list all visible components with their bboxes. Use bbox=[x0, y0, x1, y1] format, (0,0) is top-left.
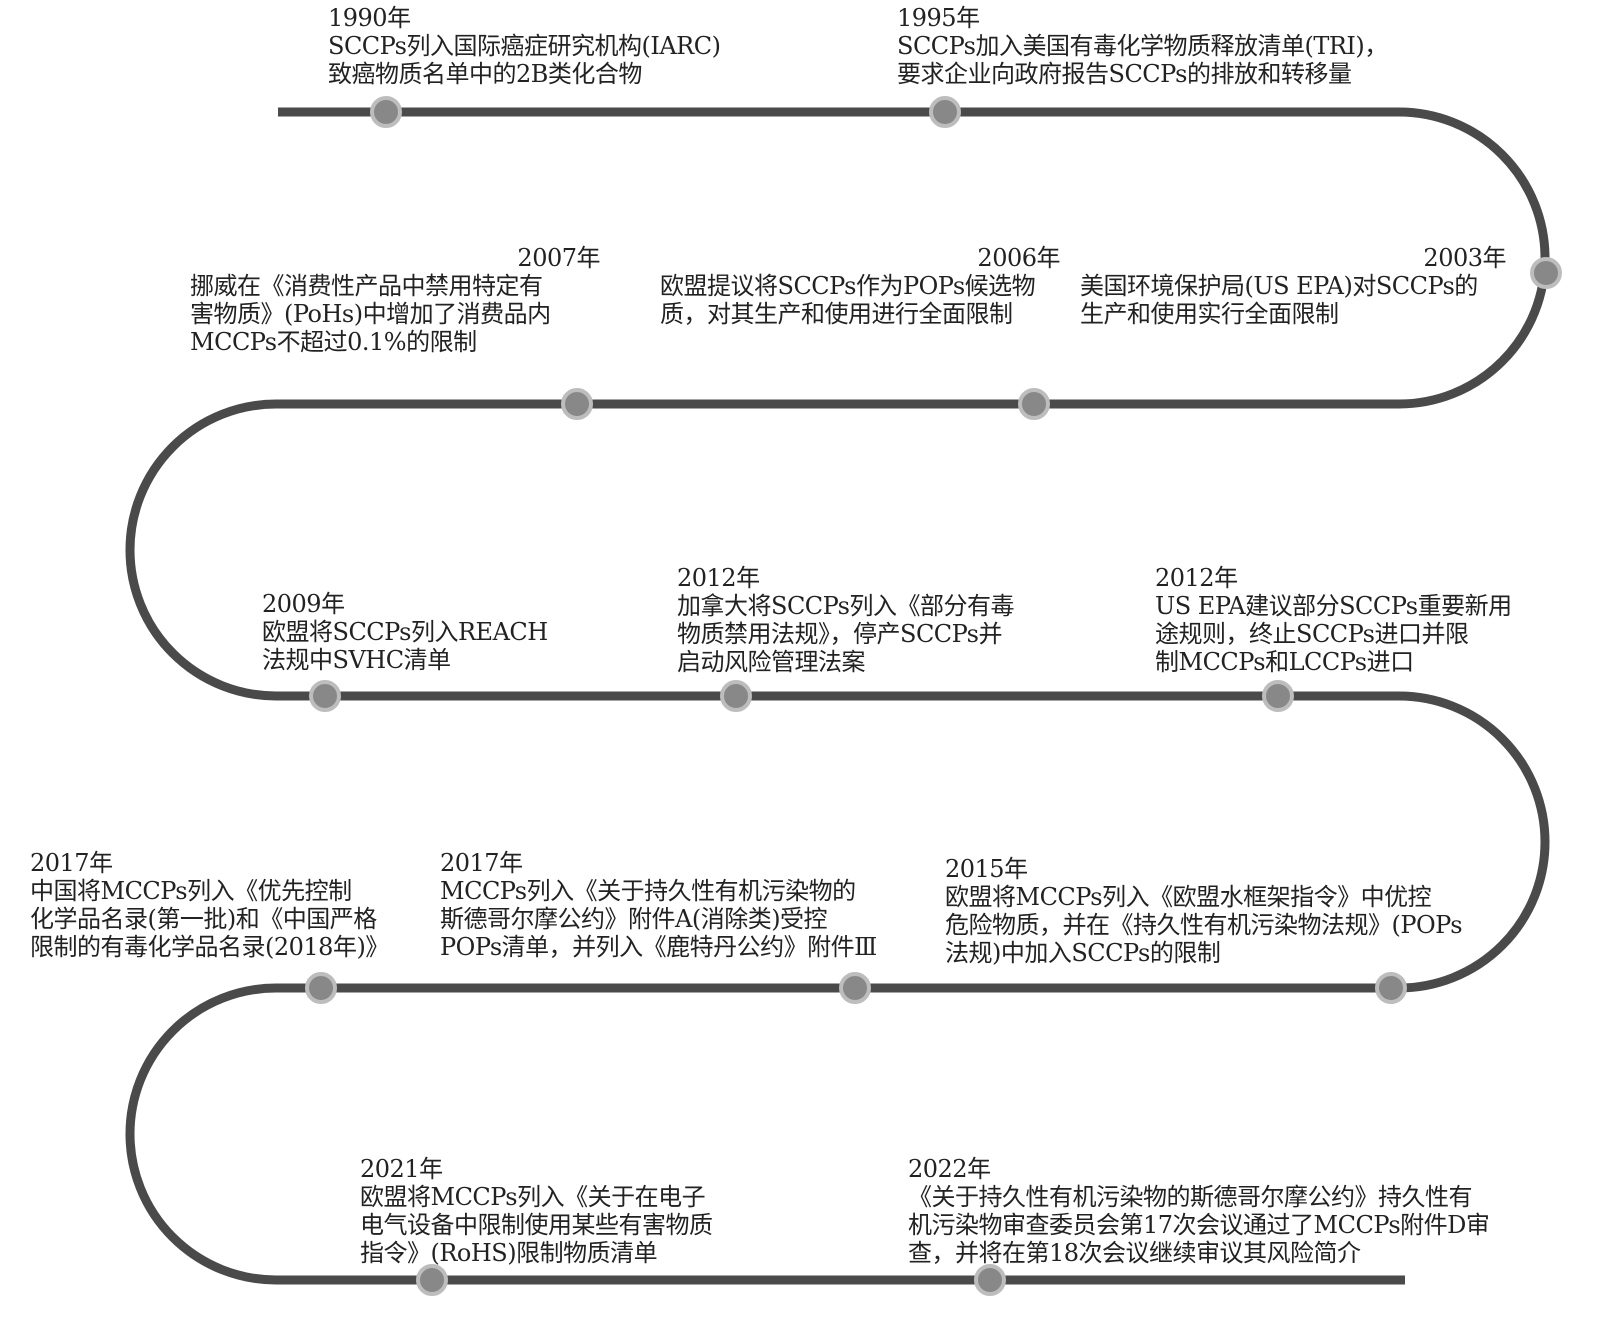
timeline-node-2022 bbox=[974, 1264, 1006, 1296]
event-1990: 1990年 SCCPs列入国际癌症研究机构(IARC) 致癌物质名单中的2B类化… bbox=[328, 4, 798, 88]
event-year: 2017年 bbox=[30, 849, 113, 877]
event-2015: 2015年 欧盟将MCCPs列入《欧盟水框架指令》中优控 危险物质，并在《持久性… bbox=[945, 855, 1525, 967]
event-year: 2015年 bbox=[945, 855, 1028, 883]
event-year: 2022年 bbox=[908, 1155, 991, 1183]
serpentine-timeline-track bbox=[125, 107, 1550, 1285]
event-1995: 1995年 SCCPs加入美国有毒化学物质释放清单(TRI)， 要求企业向政府报… bbox=[897, 4, 1497, 88]
timeline-node-2012b bbox=[1262, 680, 1294, 712]
event-text: SCCPs列入国际癌症研究机构(IARC) 致癌物质名单中的2B类化合物 bbox=[328, 32, 721, 88]
event-text: 挪威在《消费性产品中禁用特定有 害物质》(PoHs)中增加了消费品内 MCCPs… bbox=[190, 272, 551, 356]
event-2021: 2021年 欧盟将MCCPs列入《关于在电子 电气设备中限制使用某些有害物质 指… bbox=[360, 1155, 810, 1267]
event-2007: 2007年 挪威在《消费性产品中禁用特定有 害物质》(PoHs)中增加了消费品内… bbox=[190, 244, 601, 356]
event-2022: 2022年 《关于持久性有机污染物的斯德哥尔摩公约》持久性有 机污染物审查委员会… bbox=[908, 1155, 1568, 1267]
event-year: 2017年 bbox=[440, 849, 523, 877]
timeline-node-2007 bbox=[561, 388, 593, 420]
event-text: 欧盟提议将SCCPs作为POPs候选物 质，对其生产和使用进行全面限制 bbox=[660, 272, 1036, 328]
timeline-node-1990 bbox=[370, 96, 402, 128]
event-year: 2021年 bbox=[360, 1155, 443, 1183]
event-2017-stockholm: 2017年 MCCPs列入《关于持久性有机污染物的 斯德哥尔摩公约》附件A(消除… bbox=[440, 849, 920, 961]
timeline-node-2021 bbox=[416, 1264, 448, 1296]
timeline-node-2017a bbox=[305, 972, 337, 1004]
event-2012-us-epa: 2012年 US EPA建议部分SCCPs重要新用 途规则，终止SCCPs进口并… bbox=[1155, 564, 1595, 676]
event-year: 2003年 bbox=[1423, 244, 1506, 272]
timeline-node-2006 bbox=[1018, 388, 1050, 420]
timeline-nodes bbox=[305, 96, 1562, 1296]
event-year: 2012年 bbox=[1155, 564, 1238, 592]
event-text: 欧盟将MCCPs列入《欧盟水框架指令》中优控 危险物质，并在《持久性有机污染物法… bbox=[945, 883, 1463, 967]
event-year: 1995年 bbox=[897, 4, 980, 32]
event-2003: 2003年 美国环境保护局(US EPA)对SCCPs的 生产和使用实行全面限制 bbox=[1080, 244, 1507, 328]
event-year: 1990年 bbox=[328, 4, 411, 32]
event-text: 《关于持久性有机污染物的斯德哥尔摩公约》持久性有 机污染物审查委员会第17次会议… bbox=[908, 1183, 1490, 1267]
event-text: 加拿大将SCCPs列入《部分有毒 物质禁用法规》，停产SCCPs并 启动风险管理… bbox=[677, 592, 1015, 676]
event-year: 2009年 bbox=[262, 590, 345, 618]
timeline-node-2015 bbox=[1375, 972, 1407, 1004]
event-year: 2006年 bbox=[977, 244, 1060, 272]
event-2009: 2009年 欧盟将SCCPs列入REACH 法规中SVHC清单 bbox=[262, 590, 592, 674]
timeline-node-2017b bbox=[839, 972, 871, 1004]
event-text: SCCPs加入美国有毒化学物质释放清单(TRI)， 要求企业向政府报告SCCPs… bbox=[897, 32, 1388, 88]
event-2006: 2006年 欧盟提议将SCCPs作为POPs候选物 质，对其生产和使用进行全面限… bbox=[660, 244, 1061, 328]
event-text: 欧盟将MCCPs列入《关于在电子 电气设备中限制使用某些有害物质 指令》(RoH… bbox=[360, 1183, 713, 1267]
timeline-node-2012a bbox=[720, 680, 752, 712]
timeline-node-2009 bbox=[309, 680, 341, 712]
event-year: 2012年 bbox=[677, 564, 760, 592]
event-2017-china: 2017年 中国将MCCPs列入《优先控制 化学品名录(第一批)和《中国严格 限… bbox=[30, 849, 450, 961]
event-text: 欧盟将SCCPs列入REACH 法规中SVHC清单 bbox=[262, 618, 548, 674]
timeline-node-2003 bbox=[1530, 257, 1562, 289]
event-2012-canada: 2012年 加拿大将SCCPs列入《部分有毒 物质禁用法规》，停产SCCPs并 … bbox=[677, 564, 1077, 676]
event-year: 2007年 bbox=[517, 244, 600, 272]
event-text: 美国环境保护局(US EPA)对SCCPs的 生产和使用实行全面限制 bbox=[1080, 272, 1478, 328]
event-text: US EPA建议部分SCCPs重要新用 途规则，终止SCCPs进口并限 制MCC… bbox=[1155, 592, 1512, 676]
event-text: MCCPs列入《关于持久性有机污染物的 斯德哥尔摩公约》附件A(消除类)受控 P… bbox=[440, 877, 877, 961]
event-text: 中国将MCCPs列入《优先控制 化学品名录(第一批)和《中国严格 限制的有毒化学… bbox=[30, 877, 389, 961]
timeline-node-1995 bbox=[929, 96, 961, 128]
